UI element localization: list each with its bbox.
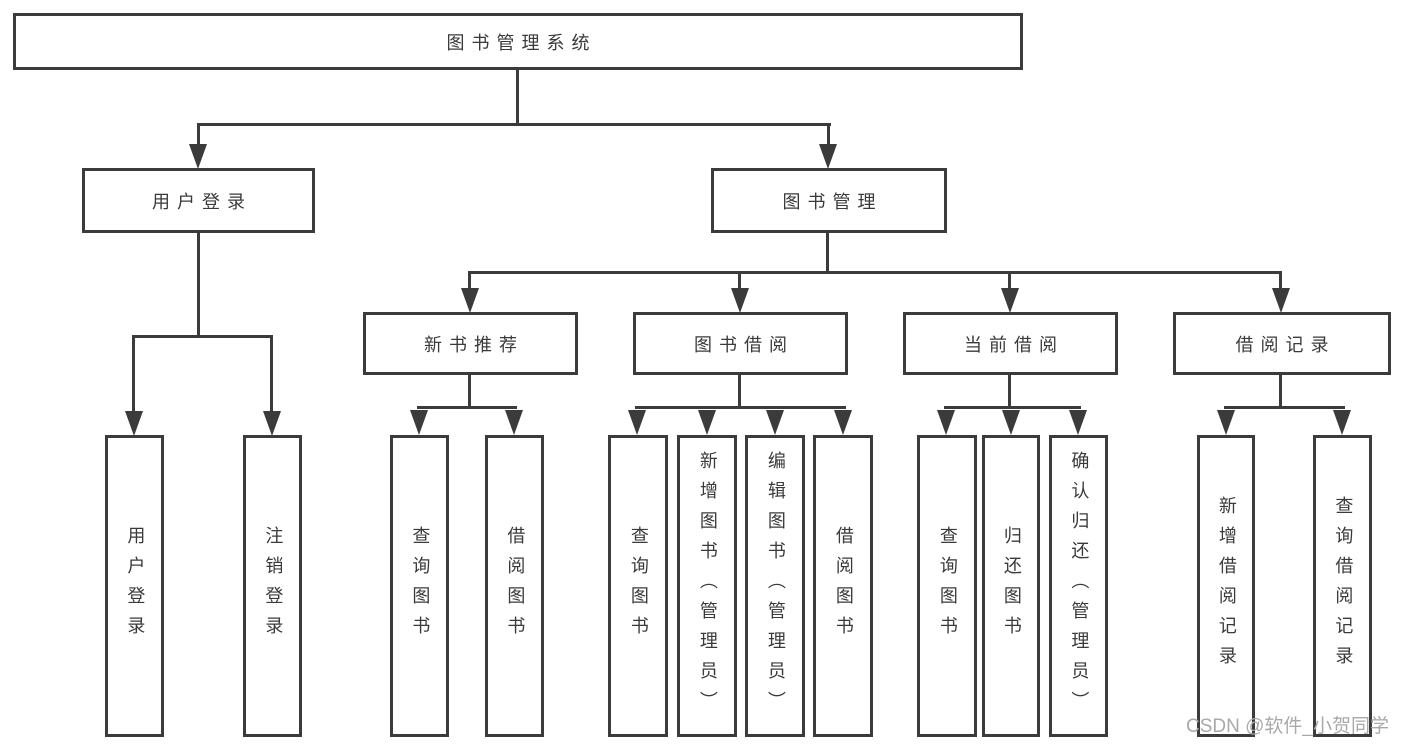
node-label: 图书借阅 [694,334,794,355]
leaf-return-books: 归还图书 [982,435,1040,737]
node-label: 借阅记录 [1235,334,1336,355]
leaf-query-books-current: 查询图书 [917,435,977,737]
connector-bus [1224,406,1345,409]
leaf-label: 查询图书 [410,526,431,646]
arrowhead-down [628,410,646,435]
arrowhead-down [410,410,428,435]
node-label: 图书管理系统 [446,32,597,53]
arrowhead-down [505,410,523,435]
connector-stem [270,335,273,414]
arrowhead-down [819,144,837,169]
node-label: 当前借阅 [964,334,1064,355]
leaf-add-books-admin: 新增图书（管理员） [677,435,737,737]
node-new-book-recommend: 新书推荐 [363,312,578,375]
connector-user-login-stem [197,230,200,338]
node-book-management: 图书管理 [711,168,947,233]
node-book-borrow: 图书借阅 [633,312,848,375]
connector-stem [738,271,741,291]
node-current-borrow: 当前借阅 [903,312,1118,375]
leaf-borrow-books: 借阅图书 [813,435,873,737]
leaf-edit-books-admin: 编辑图书（管理员） [745,435,805,737]
leaf-label: 借阅图书 [833,526,854,646]
connector-bus [635,406,846,409]
connector-stem [132,335,135,414]
connector-stem [1279,271,1282,291]
leaf-query-books-borrow: 查询图书 [608,435,668,737]
leaf-confirm-return-admin: 确认归还（管理员） [1049,435,1108,737]
leaf-user-login: 用户登录 [105,435,164,737]
arrowhead-down [1001,288,1019,313]
connector-bus [417,406,517,409]
arrowhead-down [766,410,784,435]
arrowhead-down [1272,288,1290,313]
connector-stem [1008,373,1011,409]
leaf-label: 归还图书 [1001,526,1022,646]
arrowhead-down [125,411,143,436]
arrowhead-down [1002,410,1020,435]
leaf-label: 新增借阅记录 [1216,496,1237,676]
leaf-label: 用户登录 [125,526,146,646]
connector-stem [738,373,741,409]
arrowhead-down [1069,410,1087,435]
node-label: 新书推荐 [424,334,524,355]
leaf-label: 查询图书 [628,526,649,646]
connector-stem [1008,271,1011,291]
leaf-label: 编辑图书（管理员） [765,451,786,721]
leaf-borrow-books-recommend: 借阅图书 [485,435,544,737]
connector-root-stem [516,68,519,126]
leaf-label: 注销登录 [263,526,284,646]
connector-stem [827,123,830,148]
connector-stem [197,123,200,148]
node-label: 用户登录 [152,191,252,212]
connector-user-login-bus [132,335,273,338]
arrowhead-down [731,288,749,313]
arrowhead-down [461,288,479,313]
leaf-add-borrow-record: 新增借阅记录 [1197,435,1255,737]
leaf-query-borrow-record: 查询借阅记录 [1313,435,1372,737]
node-user-login: 用户登录 [82,168,315,233]
leaf-label: 确认归还（管理员） [1069,451,1090,721]
leaf-logout: 注销登录 [243,435,302,737]
connector-stem [468,271,471,291]
connector-level2-bus [197,123,831,126]
arrowhead-down [834,410,852,435]
arrowhead-down [937,410,955,435]
arrowhead-down [1333,410,1351,435]
connector-level3-bus [468,271,1282,274]
node-label: 图书管理 [782,191,883,212]
arrowhead-down [189,144,207,169]
connector-stem [468,373,471,409]
node-borrow-record: 借阅记录 [1173,312,1391,375]
arrowhead-down [1217,410,1235,435]
leaf-label: 新增图书（管理员） [697,451,718,721]
node-library-management-system: 图书管理系统 [13,13,1023,70]
arrowhead-down [698,410,716,435]
csdn-watermark: CSDN @软件_小贺同学 [1186,716,1389,737]
connector-book-management-stem [826,230,829,274]
connector-bus [944,406,1081,409]
connector-stem [1279,373,1282,409]
leaf-label: 查询图书 [937,526,958,646]
leaf-query-books-recommend: 查询图书 [390,435,449,737]
leaf-label: 查询借阅记录 [1333,496,1354,676]
leaf-label: 借阅图书 [505,526,526,646]
arrowhead-down [263,411,281,436]
